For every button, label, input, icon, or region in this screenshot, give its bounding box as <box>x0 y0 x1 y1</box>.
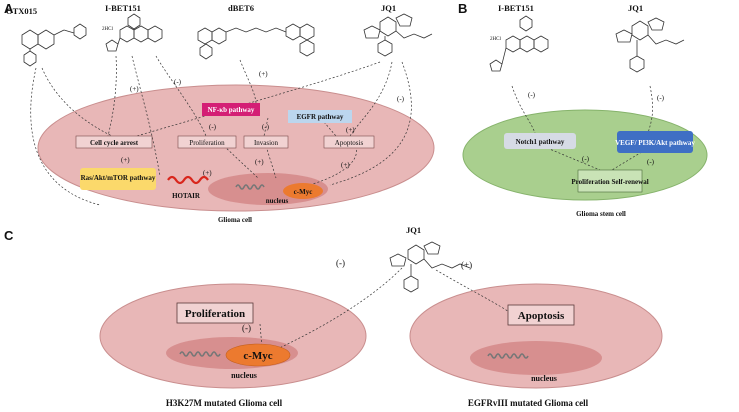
drug-jq1-a: JQ1 <box>381 3 396 13</box>
rna-wave-icon <box>167 175 209 185</box>
molecule-structure-icon <box>105 13 163 52</box>
connector-jq1-cca <box>129 61 381 139</box>
connector-jq1-apoptosis <box>349 61 393 137</box>
connector-ibet-notch <box>511 85 536 134</box>
connector-ibet-prolif <box>155 55 207 137</box>
connector-nfkb-invasion <box>263 117 269 137</box>
drug-otx015: OTX015 <box>6 6 37 16</box>
dna-helix-icon <box>179 351 221 357</box>
connector-ibet-hotair <box>131 55 161 177</box>
h3k27m-cell-label: H3K27M mutated Glioma cell <box>166 398 283 408</box>
sign-a-7: (-) <box>209 123 217 131</box>
sign-a-6: (+) <box>203 169 212 177</box>
connector-notch-prolif <box>539 144 601 171</box>
connector-otx-cellcycle <box>30 67 101 206</box>
molecule-structure-icon <box>615 17 685 73</box>
proliferation-box-a <box>177 135 237 149</box>
glioma-stem-cell-label: Glioma stem cell <box>576 210 626 218</box>
invasion-box <box>243 135 289 149</box>
vegf-pi3k-akt-box <box>617 131 693 153</box>
cmyc-label-c: c-Myc <box>243 350 272 362</box>
vegf-pi3k-akt-label: VEGF/ PI3K/Akt pathway <box>615 139 695 147</box>
sign-c-right: (+) <box>461 260 472 270</box>
sign-b-1: (-) <box>528 91 536 99</box>
drug-jq1-c: JQ1 <box>406 225 421 235</box>
cmyc-ellipse-c <box>225 343 291 367</box>
sign-a-4: (-) <box>397 95 405 103</box>
apoptosis-label-c: Apoptosis <box>518 310 565 322</box>
sign-c-left: (-) <box>336 258 345 268</box>
hotair-label: HOTAIR <box>172 192 201 200</box>
connector-invasion-cmyc <box>265 145 277 179</box>
proliferation-self-renewal-label: Proliferation Self-renewal <box>571 178 648 186</box>
apoptosis-box-a <box>323 135 375 149</box>
molecule-structure-icon <box>21 23 87 67</box>
molecule-structure-icon <box>489 15 549 72</box>
sign-a-10: (+) <box>255 158 264 166</box>
molecule-structure-icon <box>389 241 471 293</box>
drug-dbet6: dBET6 <box>228 3 254 13</box>
hcl-label-a: 2HCl <box>102 27 113 32</box>
sign-a-5: (+) <box>121 156 130 164</box>
panel-b-label: B <box>458 1 467 16</box>
notch1-pathway-box <box>504 133 576 149</box>
panel-c-label: C <box>4 228 14 243</box>
panel-a-label: A <box>4 1 14 16</box>
apoptosis-box-c <box>507 304 575 326</box>
sign-a-11: (+) <box>341 161 350 169</box>
ras-akt-mtor-box <box>80 168 156 190</box>
ras-akt-mtor-label: Ras/Akt/mTOR pathway <box>81 174 156 182</box>
cell-cycle-arrest-box <box>75 135 153 149</box>
proliferation-self-renewal-box <box>577 169 643 193</box>
connector-vegf-prolif <box>611 149 646 171</box>
sign-a-3: (-) <box>174 78 182 86</box>
sign-b-3: (-) <box>582 155 590 163</box>
sign-a-1: (+) <box>130 85 139 93</box>
sign-c-cmyc: (-) <box>242 323 251 333</box>
cell-cycle-arrest-label: Cell cycle arrest <box>90 139 139 147</box>
notch1-pathway-label: Notch1 pathway <box>516 138 565 146</box>
connector-dbet6-nfkb <box>239 59 257 104</box>
proliferation-label-a: Proliferation <box>189 139 225 147</box>
egfrviii-cell-label: EGFRvIII mutated Glioma cell <box>468 398 589 408</box>
invasion-label: Invasion <box>254 139 279 147</box>
connector-jq1-vegf <box>647 85 653 134</box>
sign-a-9: (+) <box>346 126 355 134</box>
glioma-cell-label: Glioma cell <box>218 216 252 224</box>
connector-jq1-cmyc-c <box>261 267 403 357</box>
proliferation-box-c <box>176 302 254 324</box>
apoptosis-label-a: Apoptosis <box>335 139 364 147</box>
dna-helix-icon <box>487 353 529 359</box>
drug-jq1-b: JQ1 <box>628 3 643 13</box>
sign-b-2: (-) <box>657 94 665 102</box>
h3k27m-cell-ellipse <box>99 283 367 389</box>
egfr-pathway-label: EGFR pathway <box>297 113 344 121</box>
connector-ibet-cca <box>107 55 117 137</box>
sign-a-8: (-) <box>262 123 270 131</box>
drug-ibet151-a: I-BET151 <box>105 3 141 13</box>
sign-a-2: (+) <box>259 70 268 78</box>
cmyc-label-a: c-Myc <box>294 188 313 196</box>
nucleus-label-c-left: nucleus <box>231 371 257 380</box>
hcl-label-b: 2HCl <box>490 37 501 42</box>
nfkb-pathway-label: NF-κb pathway <box>208 106 255 114</box>
connector-otx-cca <box>41 67 113 137</box>
egfr-pathway-box <box>288 110 352 123</box>
sign-b-4: (-) <box>647 158 655 166</box>
nucleus-label-c-right: nucleus <box>531 374 557 383</box>
nucleus-label-a: nucleus <box>266 197 289 205</box>
connector-jq1-apoptosis-c <box>435 269 513 315</box>
connector-apoptosis-cmyc <box>305 145 357 187</box>
nfkb-pathway-box <box>202 103 260 116</box>
cmyc-ellipse-a <box>283 183 323 199</box>
proliferation-label-c: Proliferation <box>185 308 245 320</box>
molecule-structure-icon <box>197 23 315 60</box>
dna-helix-icon <box>235 184 265 190</box>
nucleus-ellipse-c-right <box>470 341 602 375</box>
connector-egfr-apoptosis <box>323 121 337 137</box>
drug-ibet151-b: I-BET151 <box>498 3 534 13</box>
molecule-structure-icon <box>363 13 433 57</box>
